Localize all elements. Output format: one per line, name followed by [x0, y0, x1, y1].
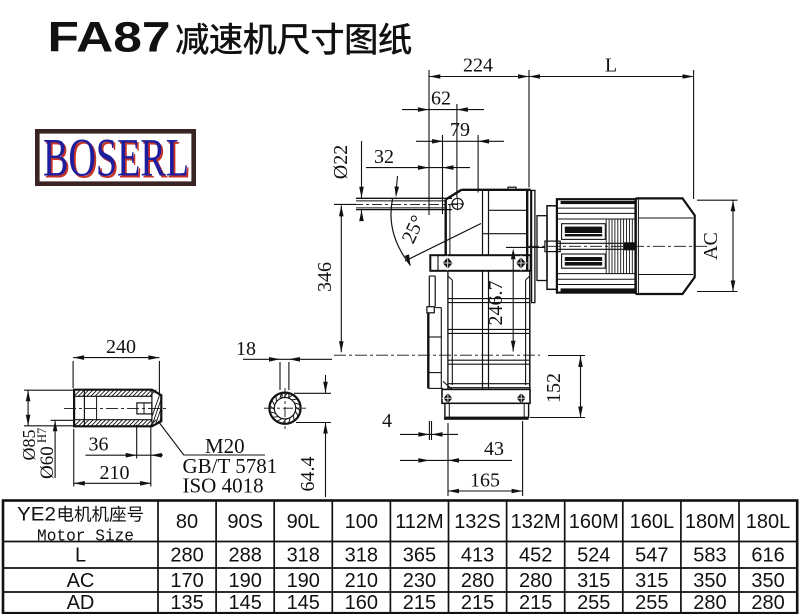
svg-text:62: 62 [431, 88, 451, 110]
svg-text:170: 170 [170, 570, 203, 592]
svg-text:BOSERL: BOSERL [43, 128, 189, 188]
svg-text:18: 18 [236, 338, 256, 360]
svg-text:145: 145 [287, 592, 320, 614]
svg-text:190: 190 [228, 570, 261, 592]
svg-text:288: 288 [228, 545, 261, 567]
svg-text:160L: 160L [630, 511, 675, 533]
svg-text:43: 43 [484, 438, 504, 460]
svg-text:583: 583 [693, 545, 726, 567]
svg-text:190: 190 [287, 570, 320, 592]
svg-text:100: 100 [345, 511, 378, 533]
svg-text:315: 315 [577, 570, 610, 592]
svg-text:Motor Size: Motor Size [37, 528, 134, 547]
svg-text:H7: H7 [35, 428, 49, 443]
svg-text:280: 280 [751, 592, 784, 614]
svg-text:AC: AC [700, 232, 722, 260]
svg-text:132M: 132M [511, 511, 561, 533]
svg-text:Ø60: Ø60 [37, 446, 58, 479]
svg-text:160M: 160M [569, 511, 619, 533]
svg-text:365: 365 [403, 545, 436, 567]
svg-text:280: 280 [693, 592, 726, 614]
svg-text:346: 346 [314, 262, 336, 292]
svg-text:215: 215 [461, 592, 494, 614]
svg-text:AD: AD [67, 592, 95, 614]
svg-text:132S: 132S [454, 511, 501, 533]
svg-text:80: 80 [176, 511, 198, 533]
svg-text:152: 152 [543, 373, 565, 403]
svg-text:32: 32 [374, 146, 394, 168]
svg-text:180L: 180L [746, 511, 791, 533]
svg-text:215: 215 [403, 592, 436, 614]
svg-text:315: 315 [635, 570, 668, 592]
svg-text:215: 215 [519, 592, 552, 614]
svg-text:BOSERL: BOSERL [45, 129, 191, 189]
svg-text:180M: 180M [685, 511, 735, 533]
svg-text:452: 452 [519, 545, 552, 567]
svg-text:135: 135 [170, 592, 203, 614]
svg-text:230: 230 [403, 570, 436, 592]
svg-text:165: 165 [470, 470, 500, 492]
svg-text:318: 318 [345, 545, 378, 567]
svg-text:616: 616 [751, 545, 784, 567]
svg-text:255: 255 [577, 592, 610, 614]
svg-text:413: 413 [461, 545, 494, 567]
svg-text:M20: M20 [205, 434, 245, 458]
svg-text:YE2: YE2 [17, 505, 56, 526]
svg-text:L: L [75, 545, 86, 567]
svg-text:224: 224 [463, 55, 493, 77]
svg-text:Ø85: Ø85 [19, 430, 39, 461]
svg-text:210: 210 [345, 570, 378, 592]
svg-text:36: 36 [89, 434, 109, 456]
svg-text:280: 280 [170, 545, 203, 567]
svg-text:Ø22: Ø22 [330, 145, 352, 179]
svg-text:210: 210 [100, 462, 130, 484]
svg-text:L: L [605, 55, 617, 77]
svg-text:64.4: 64.4 [297, 457, 319, 492]
svg-text:524: 524 [577, 545, 610, 567]
svg-text:4: 4 [382, 410, 392, 432]
svg-text:240: 240 [106, 336, 136, 358]
svg-text:318: 318 [287, 545, 320, 567]
svg-text:112M: 112M [395, 511, 444, 533]
svg-text:280: 280 [519, 570, 552, 592]
svg-text:160: 160 [345, 592, 378, 614]
svg-text:145: 145 [228, 592, 261, 614]
svg-text:GB/T 5781: GB/T 5781 [183, 454, 278, 478]
svg-text:90S: 90S [227, 511, 263, 533]
svg-text:79: 79 [450, 119, 470, 141]
svg-text:255: 255 [635, 592, 668, 614]
svg-text:280: 280 [461, 570, 494, 592]
svg-text:90L: 90L [287, 511, 320, 533]
svg-text:FA87: FA87 [48, 14, 171, 62]
svg-text:AC: AC [67, 570, 95, 592]
svg-text:350: 350 [693, 570, 726, 592]
svg-text:350: 350 [751, 570, 784, 592]
svg-text:547: 547 [635, 545, 668, 567]
svg-text:ISO 4018: ISO 4018 [183, 474, 264, 498]
